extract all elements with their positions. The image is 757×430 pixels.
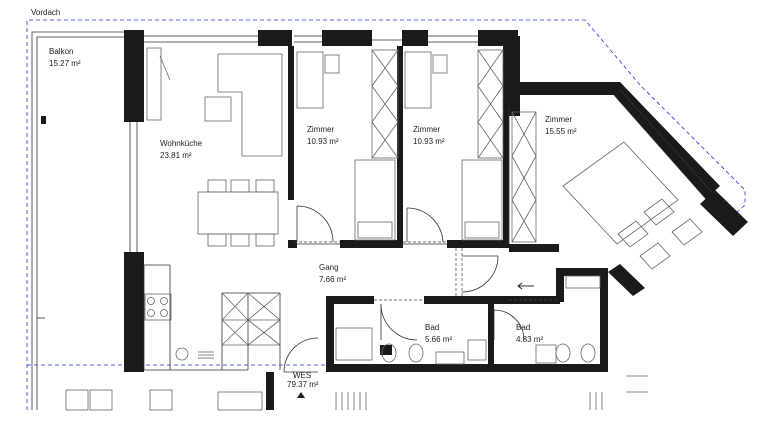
doors bbox=[283, 205, 525, 373]
room-label-zimmer-1: Zimmer bbox=[307, 125, 334, 134]
room-area-gang: 7.66 m² bbox=[319, 275, 346, 284]
direction-arrow-icon bbox=[517, 282, 534, 290]
balkon-outline bbox=[31, 31, 125, 410]
room-area-zimmer-2: 10.93 m² bbox=[413, 137, 445, 146]
room-label-zimmer-2: Zimmer bbox=[413, 125, 440, 134]
room-label-balkon: Balkon bbox=[49, 47, 73, 56]
room-label-bad-2: Bad bbox=[516, 323, 530, 332]
balkon-post bbox=[41, 116, 46, 124]
room-area-zimmer-3: 15.55 m² bbox=[545, 127, 577, 136]
vordach-outline bbox=[26, 19, 746, 410]
furniture bbox=[65, 47, 703, 411]
vordach-label: Vordach bbox=[31, 8, 60, 17]
thin-lines bbox=[129, 35, 713, 371]
entrance-arrow-icon bbox=[297, 392, 305, 398]
room-area-zimmer-1: 10.93 m² bbox=[307, 137, 339, 146]
room-area-wohnkueche: 23.81 m² bbox=[160, 151, 192, 160]
room-label-bad-1: Bad bbox=[425, 323, 439, 332]
room-label-wohnkueche: Wohnküche bbox=[160, 139, 203, 148]
room-area-bad-1: 5.66 m² bbox=[425, 335, 452, 344]
room-label-zimmer-3: Zimmer bbox=[545, 115, 572, 124]
unit-area-wes: 79.37 m² bbox=[287, 380, 319, 389]
room-label-gang: Gang bbox=[319, 263, 339, 272]
walls bbox=[124, 30, 748, 410]
unit-label-wes: WES bbox=[293, 371, 311, 380]
room-area-balkon: 15.27 m² bbox=[49, 59, 81, 68]
room-area-bad-2: 4.83 m² bbox=[516, 335, 543, 344]
